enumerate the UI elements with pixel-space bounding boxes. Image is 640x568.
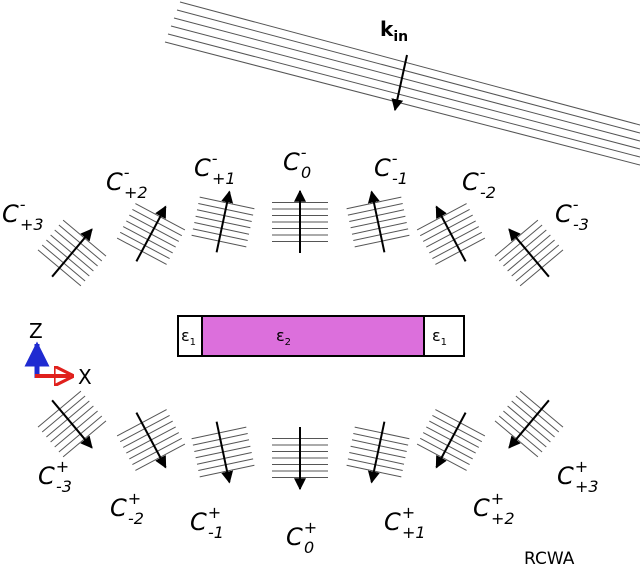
reflected-order-label: C-0 bbox=[283, 143, 311, 182]
caption: RCWA bbox=[524, 549, 575, 568]
order-index: +1 bbox=[212, 169, 236, 188]
transmitted-order-label: C++2 bbox=[473, 489, 515, 528]
transmitted-order-arrow bbox=[135, 412, 167, 469]
order-index: +2 bbox=[491, 509, 515, 528]
order-sign: - bbox=[573, 195, 579, 214]
z-axis-label: Z bbox=[29, 319, 43, 343]
order-index: -1 bbox=[392, 169, 408, 188]
transmitted-order-arrow bbox=[435, 412, 467, 469]
order-base: C bbox=[106, 168, 123, 196]
transmitted-order-arrow bbox=[508, 399, 550, 449]
order-index: -2 bbox=[480, 183, 496, 202]
left-region bbox=[177, 315, 203, 357]
order-index: 0 bbox=[304, 538, 314, 557]
reflected-order-1: C-+2 bbox=[106, 163, 186, 265]
order-base: C bbox=[38, 462, 55, 490]
right-region bbox=[423, 315, 465, 357]
reflected-order-0: C-+3 bbox=[2, 195, 107, 287]
reflected-order-5: C--2 bbox=[416, 163, 496, 265]
order-sign: + bbox=[402, 503, 415, 522]
order-sign: - bbox=[480, 163, 486, 182]
order-sign: - bbox=[20, 195, 26, 214]
order-sign: + bbox=[575, 457, 588, 476]
reflected-order-3: C-0 bbox=[272, 143, 328, 253]
incident-wave bbox=[164, 1, 640, 166]
order-sign: - bbox=[301, 143, 307, 162]
order-index: -3 bbox=[573, 215, 589, 234]
order-base: C bbox=[110, 494, 127, 522]
reflected-order-label: C-+2 bbox=[106, 163, 148, 202]
reflected-order-6: C--3 bbox=[494, 195, 589, 287]
order-base: C bbox=[190, 508, 207, 536]
transmitted-order-5: C++2 bbox=[416, 409, 515, 528]
reflected-order-arrow bbox=[51, 228, 93, 278]
order-base: C bbox=[557, 462, 574, 490]
transmitted-order-4: C++1 bbox=[346, 421, 426, 542]
transmitted-order-0: C+-3 bbox=[37, 390, 107, 496]
transmitted-order-label: C++3 bbox=[557, 457, 599, 496]
incident-k-arrow bbox=[391, 54, 408, 112]
order-index: +3 bbox=[20, 215, 44, 234]
reflected-order-arrow bbox=[135, 205, 167, 262]
transmitted-order-2: C+-1 bbox=[190, 421, 255, 542]
order-index: 0 bbox=[301, 163, 311, 182]
transmitted-order-label: C+-1 bbox=[190, 503, 224, 542]
reflected-order-arrow bbox=[508, 228, 550, 278]
order-sign: - bbox=[392, 149, 398, 168]
transmitted-order-label: C+-3 bbox=[38, 457, 72, 496]
order-base: C bbox=[194, 154, 211, 182]
order-index: +3 bbox=[575, 477, 599, 496]
reflected-order-label: C--2 bbox=[462, 163, 496, 202]
order-base: C bbox=[374, 154, 391, 182]
reflected-order-arrow bbox=[215, 190, 234, 253]
order-index: -1 bbox=[208, 523, 224, 542]
order-sign: + bbox=[304, 518, 317, 537]
reflected-order-arrow bbox=[435, 205, 467, 262]
reflected-order-label: C-+1 bbox=[194, 149, 236, 188]
transmitted-order-label: C+0 bbox=[286, 518, 317, 557]
order-base: C bbox=[283, 148, 300, 176]
axis-indicator: Z X bbox=[24, 319, 92, 389]
right-eps-label: ε1 bbox=[432, 326, 447, 348]
grating-structure: ε1 ε2 ε1 bbox=[177, 315, 465, 357]
reflected-order-label: C--3 bbox=[555, 195, 589, 234]
order-index: +1 bbox=[402, 523, 426, 542]
order-base: C bbox=[384, 508, 401, 536]
order-index: -3 bbox=[56, 477, 72, 496]
reflected-order-2: C-+1 bbox=[191, 149, 255, 253]
order-base: C bbox=[462, 168, 479, 196]
transmitted-order-arrow bbox=[51, 399, 93, 449]
transmitted-order-1: C+-2 bbox=[110, 409, 186, 528]
order-sign: + bbox=[208, 503, 221, 522]
transmitted-order-6: C++3 bbox=[494, 390, 599, 496]
order-sign: + bbox=[56, 457, 69, 476]
transmitted-order-label: C++1 bbox=[384, 503, 426, 542]
order-sign: + bbox=[128, 489, 141, 508]
reflected-order-arrow bbox=[367, 190, 386, 253]
order-base: C bbox=[473, 494, 490, 522]
order-base: C bbox=[2, 200, 19, 228]
left-eps-label: ε1 bbox=[181, 326, 196, 348]
transmitted-order-label: C+-2 bbox=[110, 489, 144, 528]
order-base: C bbox=[286, 523, 303, 551]
order-sign: - bbox=[124, 163, 130, 182]
reflected-order-label: C--1 bbox=[374, 149, 408, 188]
transmitted-order-arrow bbox=[215, 421, 234, 484]
reflected-order-4: C--1 bbox=[346, 149, 410, 253]
order-index: -2 bbox=[128, 509, 144, 528]
order-sign: - bbox=[212, 149, 218, 168]
order-index: +2 bbox=[124, 183, 148, 202]
order-base: C bbox=[555, 200, 572, 228]
center-eps-label: ε2 bbox=[276, 326, 291, 348]
x-axis-label: X bbox=[78, 365, 92, 389]
incident-k-label: kin bbox=[380, 17, 408, 45]
transmitted-order-arrow bbox=[367, 421, 386, 484]
reflected-order-label: C-+3 bbox=[2, 195, 44, 234]
center-region bbox=[201, 315, 425, 357]
order-sign: + bbox=[491, 489, 504, 508]
transmitted-order-3: C+0 bbox=[272, 427, 328, 557]
